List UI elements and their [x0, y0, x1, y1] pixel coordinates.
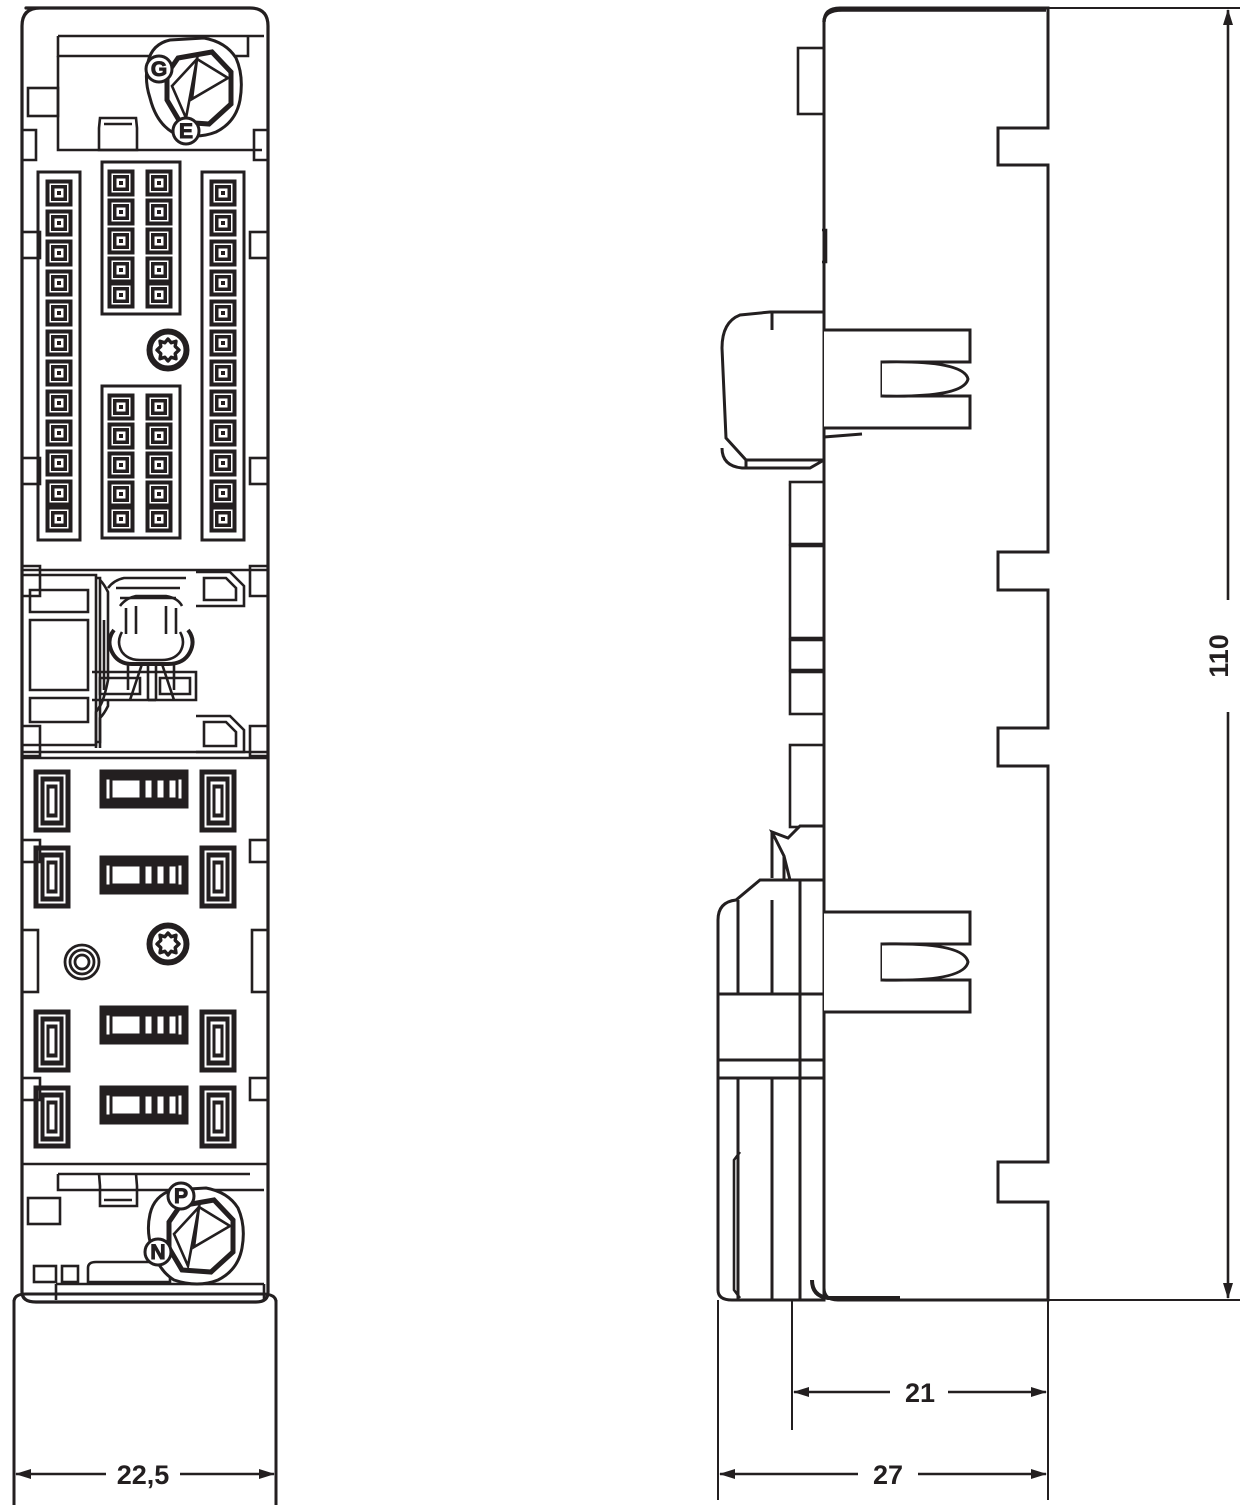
- front-side-notches: [20, 128, 270, 486]
- pin-column-left-frame: [36, 170, 82, 542]
- dimension-depth-inner-label: 21: [905, 1378, 935, 1408]
- pin-block-center-upper-frame: [100, 160, 182, 316]
- side-body-outline: [822, 6, 1050, 1302]
- side-lower-din-hook: [824, 910, 972, 1014]
- marking-g: G: [151, 58, 167, 81]
- torx-screw-upper: [145, 327, 191, 373]
- pin-column-right-frame: [200, 170, 246, 542]
- dimension-depth-outer-label: 27: [873, 1460, 903, 1490]
- octagon-terminal-bottom: [143, 1181, 245, 1286]
- front-mid-notches: [22, 564, 268, 758]
- torx-screw-lower: [145, 921, 191, 967]
- front-view: G E: [12, 6, 278, 1505]
- side-upper-din-hook: [824, 328, 972, 430]
- connector-pin-field: [36, 160, 246, 542]
- din-rail-latch-mechanism: [22, 568, 268, 760]
- front-bottom-cap: [22, 1162, 268, 1300]
- marking-p: P: [174, 1185, 188, 1208]
- pin-block-center-lower-frame: [100, 384, 182, 540]
- dimension-width-label: 22,5: [117, 1460, 170, 1490]
- dimension-height-label: 110: [1204, 634, 1234, 678]
- dimension-width: 22,5: [13, 1392, 277, 1500]
- dimension-height: 110: [1048, 7, 1240, 1301]
- side-top-cap: [822, 8, 1046, 23]
- side-lower-latch: [716, 824, 900, 1302]
- front-lower-notches: [20, 838, 270, 1102]
- side-view: [716, 6, 1050, 1302]
- round-test-port: [63, 943, 101, 981]
- octagon-terminal-top: [144, 36, 243, 146]
- dimension-depth-outer: 27: [717, 1300, 1049, 1500]
- marking-n: N: [150, 1241, 165, 1264]
- dimension-depth-inner: 21: [791, 1300, 1049, 1430]
- marking-e: E: [179, 120, 193, 143]
